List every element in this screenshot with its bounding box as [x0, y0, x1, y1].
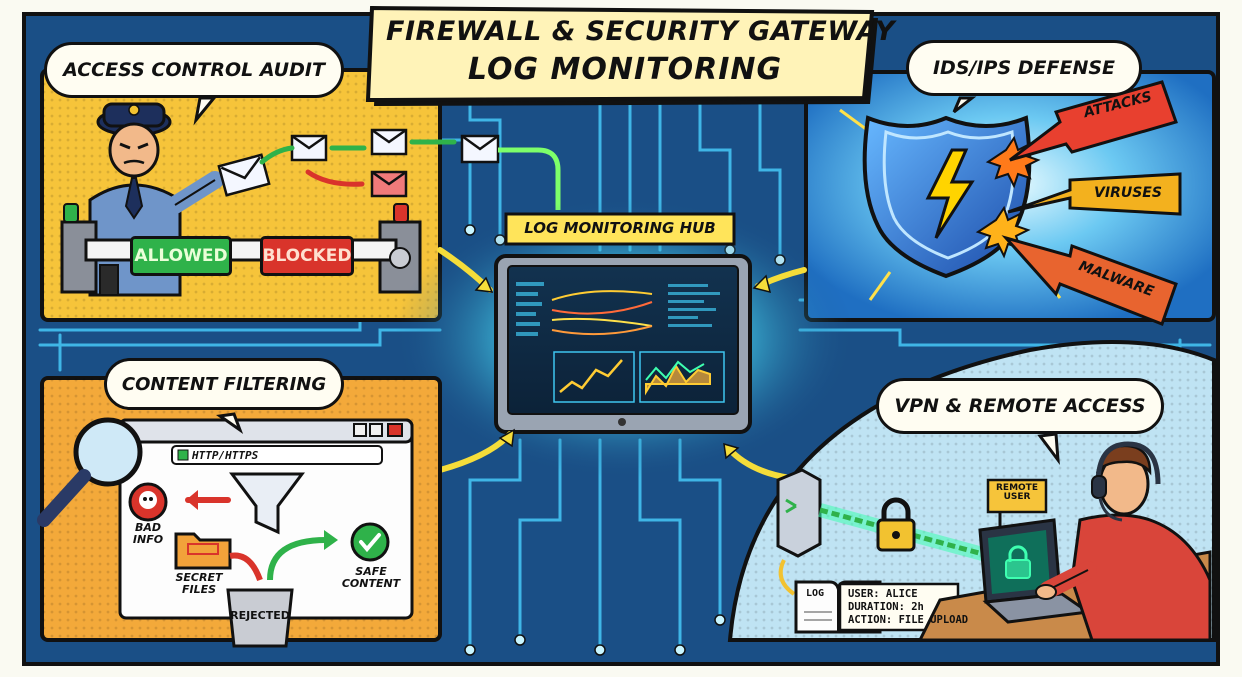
log-line-duration: DURATION: 2h [848, 601, 924, 613]
ids-ips-bubble: IDS/IPS DEFENSE [906, 40, 1142, 96]
page-title-line2: LOG MONITORING [467, 52, 783, 87]
folder-icon [174, 532, 232, 570]
ids-ips-panel [804, 70, 1216, 326]
magnifier-icon [37, 417, 143, 527]
remote-user-sign: REMOTE USER [996, 483, 1038, 503]
log-line-action: ACTION: FILE UPLOAD [848, 614, 969, 626]
threat-label-viruses: VIRUSES [1094, 185, 1162, 201]
blocked-sign: BLOCKED [260, 236, 354, 276]
url-bar-text: HTTP/HTTPS [192, 449, 259, 462]
allowed-sign: ALLOWED [130, 236, 232, 276]
lightning-icon [925, 148, 975, 239]
url-bar [171, 445, 383, 465]
safe-content-label: SAFE CONTENT [341, 565, 401, 590]
rejected-bin [226, 588, 294, 648]
log-line-user: USER: ALICE [848, 588, 918, 600]
title-plaque [365, 5, 878, 106]
bubble-tails [193, 96, 1060, 466]
page-title-line1: FIREWALL & SECURITY GATEWAY [386, 16, 896, 47]
rejected-bin-label: REJECTED [230, 609, 290, 622]
secret-files-label: SECRET FILES [175, 571, 223, 596]
headset-icon [1091, 441, 1161, 522]
laptop-icon [978, 518, 1093, 624]
content-filtering-panel [37, 376, 442, 648]
content-filtering-bubble: CONTENT FILTERING [104, 358, 344, 410]
bad-info-label: BAD INFO [132, 521, 164, 546]
envelope-icon [217, 128, 500, 198]
funnel-icon [229, 472, 305, 535]
server-icon [776, 468, 822, 558]
checkmark-icon [350, 522, 390, 562]
hub-label: LOG MONITORING HUB [524, 219, 716, 237]
padlock-icon [876, 497, 916, 552]
skull-icon [128, 482, 168, 522]
remote-user-figure [1035, 441, 1212, 642]
access-control-bubble: ACCESS CONTROL AUDIT [44, 42, 344, 98]
log-book-label: LOG [806, 588, 825, 599]
log-monitoring-hub [394, 198, 854, 481]
threat-arrows [1001, 80, 1182, 326]
vpn-bubble: VPN & REMOTE ACCESS [876, 378, 1164, 434]
